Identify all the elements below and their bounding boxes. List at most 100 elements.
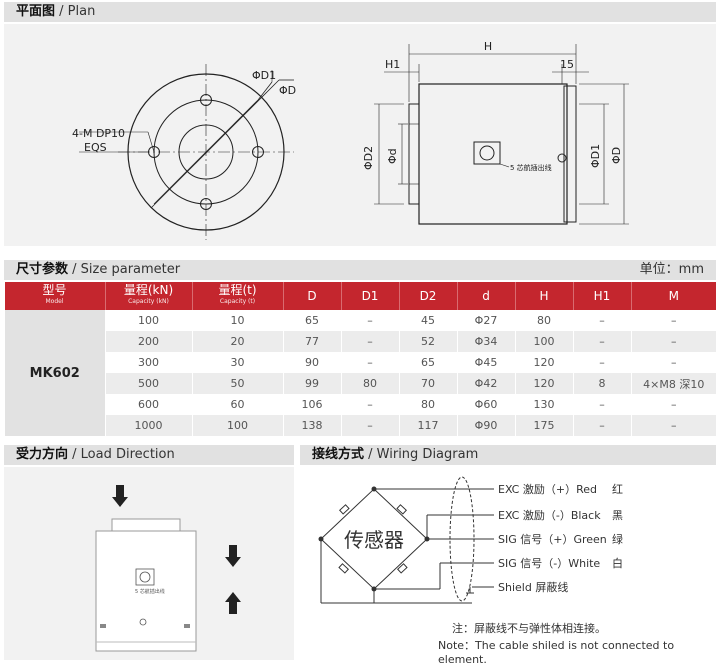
table-cell: – [630, 415, 716, 436]
plan-label-holes: 4-M DP10 [72, 127, 125, 140]
table-cell: – [340, 394, 399, 415]
wiring-section-header: 接线方式 / Wiring Diagram [300, 445, 716, 465]
table-cell: 200 [104, 331, 192, 352]
wire-sig-minus-color: 白 [612, 556, 623, 570]
table-cell: Φ45 [456, 352, 515, 373]
table-cell: 52 [398, 331, 457, 352]
table-cell: – [340, 352, 399, 373]
load-section-header: 受力方向 / Load Direction [4, 445, 294, 465]
table-cell: 45 [398, 310, 457, 331]
table-row: 600 60 106 – 80 Φ60 130 – – [5, 394, 716, 415]
plan-label-side-d1: ΦD1 [589, 144, 602, 168]
table-cell: – [340, 310, 399, 331]
unit-label: 单位：mm [639, 262, 704, 277]
table-row: 300 30 90 – 65 Φ45 120 – – [5, 352, 716, 373]
table-cell: 138 [282, 415, 341, 436]
table-cell: 90 [282, 352, 341, 373]
side-view [374, 44, 629, 225]
header-m: M [630, 282, 716, 310]
plan-connector-label: 5 芯航插出线 [510, 163, 552, 172]
wire-exc-minus-label: EXC 激励（-）Black [498, 508, 601, 522]
plan-title-en: / Plan [59, 4, 96, 19]
model-cell: MK602 [4, 310, 105, 436]
table-cell: 175 [514, 415, 573, 436]
plan-label-d1: ΦD1 [252, 69, 276, 82]
table-cell: 500 [104, 373, 192, 394]
table-cell: – [572, 310, 631, 331]
size-section-header: 尺寸参数 / Size parameter 单位：mm [4, 260, 716, 280]
table-cell: 70 [398, 373, 457, 394]
table-cell: 100 [191, 415, 283, 436]
wire-exc-plus-label: EXC 激励（+）Red [498, 482, 597, 496]
wire-shield-label: Shield 屏蔽线 [498, 580, 568, 594]
table-row: MK602 100 10 65 – 45 Φ27 80 – – [4, 310, 716, 436]
table-cell: – [340, 415, 399, 436]
plan-label-side-d: ΦD [610, 147, 623, 164]
wire-sig-plus-color: 绿 [612, 532, 623, 546]
table-cell: 600 [104, 394, 192, 415]
table-cell: – [630, 331, 716, 352]
table-cell: 120 [514, 352, 573, 373]
load-sensor-label: 5 芯航插出线 [135, 588, 165, 595]
table-cell: 106 [282, 394, 341, 415]
table-cell: – [572, 394, 631, 415]
table-cell: 100 [514, 331, 573, 352]
load-direction-drawing: 5 芯航插出线 [95, 485, 241, 652]
plan-label-h1: H1 [385, 58, 400, 71]
table-cell: – [572, 352, 631, 373]
table-cell: 80 [398, 394, 457, 415]
table-cell: – [340, 331, 399, 352]
table-row: 200 20 77 – 52 Φ34 100 – – [5, 331, 716, 352]
wiring-diagram: 传感器 EXC 激励（+）Red 红 EXC 激励（-）Black 黑 SIG … [318, 476, 623, 604]
wire-exc-minus-color: 黑 [612, 509, 623, 522]
header-h: H [514, 282, 573, 310]
wiring-title-cn: 接线方式 [312, 447, 365, 462]
table-cell: – [630, 352, 716, 373]
table-cell: 20 [191, 331, 283, 352]
header-d2: D2 [398, 282, 457, 310]
plan-label-15: 15 [560, 58, 574, 71]
table-cell: 100 [104, 310, 192, 331]
table-cell: 130 [514, 394, 573, 415]
size-title-en: / Size parameter [72, 262, 181, 277]
header-h1: H1 [572, 282, 631, 310]
down-arrow-icon [112, 485, 128, 507]
wire-sig-minus-label: SIG 信号（-）White [498, 557, 600, 570]
table-row: 1000 100 138 – 117 Φ90 175 – – [5, 415, 716, 436]
plan-label-h: H [484, 40, 492, 53]
plan-drawing-panel: ΦD1 ΦD 4-M DP10 EQS [4, 24, 716, 246]
table-cell: – [572, 415, 631, 436]
plan-label-eqs: EQS [84, 141, 107, 154]
table-cell: 65 [398, 352, 457, 373]
table-cell: – [572, 331, 631, 352]
table-cell: 30 [191, 352, 283, 373]
connector-icon [135, 568, 155, 586]
table-row: 500 50 99 80 70 Φ42 120 8 4×M8 深10 [5, 373, 716, 394]
wire-exc-plus-color: 红 [612, 483, 623, 496]
table-cell: 99 [282, 373, 341, 394]
load-title-cn: 受力方向 [16, 447, 69, 462]
table-cell: Φ60 [456, 394, 515, 415]
header-capacity-t: 量程(t)Capacity (t) [191, 282, 283, 310]
table-cell: – [630, 310, 716, 331]
header-d1: D1 [340, 282, 399, 310]
top-view [79, 64, 294, 240]
table-cell: 117 [398, 415, 457, 436]
load-title-en: / Load Direction [72, 447, 175, 462]
header-capacity-kn: 量程(kN)Capacity (kN) [104, 282, 192, 310]
header-small-d: d [456, 282, 515, 310]
wiring-title-en: / Wiring Diagram [368, 447, 479, 462]
table-cell: 80 [340, 373, 399, 394]
note-en: Note：The cable shiled is not connected t… [438, 639, 675, 666]
table-cell: Φ27 [456, 310, 515, 331]
size-title-cn: 尺寸参数 [16, 262, 69, 277]
table-cell: 80 [514, 310, 573, 331]
up-arrow-icon [225, 592, 241, 614]
table-cell: 8 [572, 373, 631, 394]
table-cell: 50 [191, 373, 283, 394]
table-cell: 77 [282, 331, 341, 352]
table-cell: 60 [191, 394, 283, 415]
